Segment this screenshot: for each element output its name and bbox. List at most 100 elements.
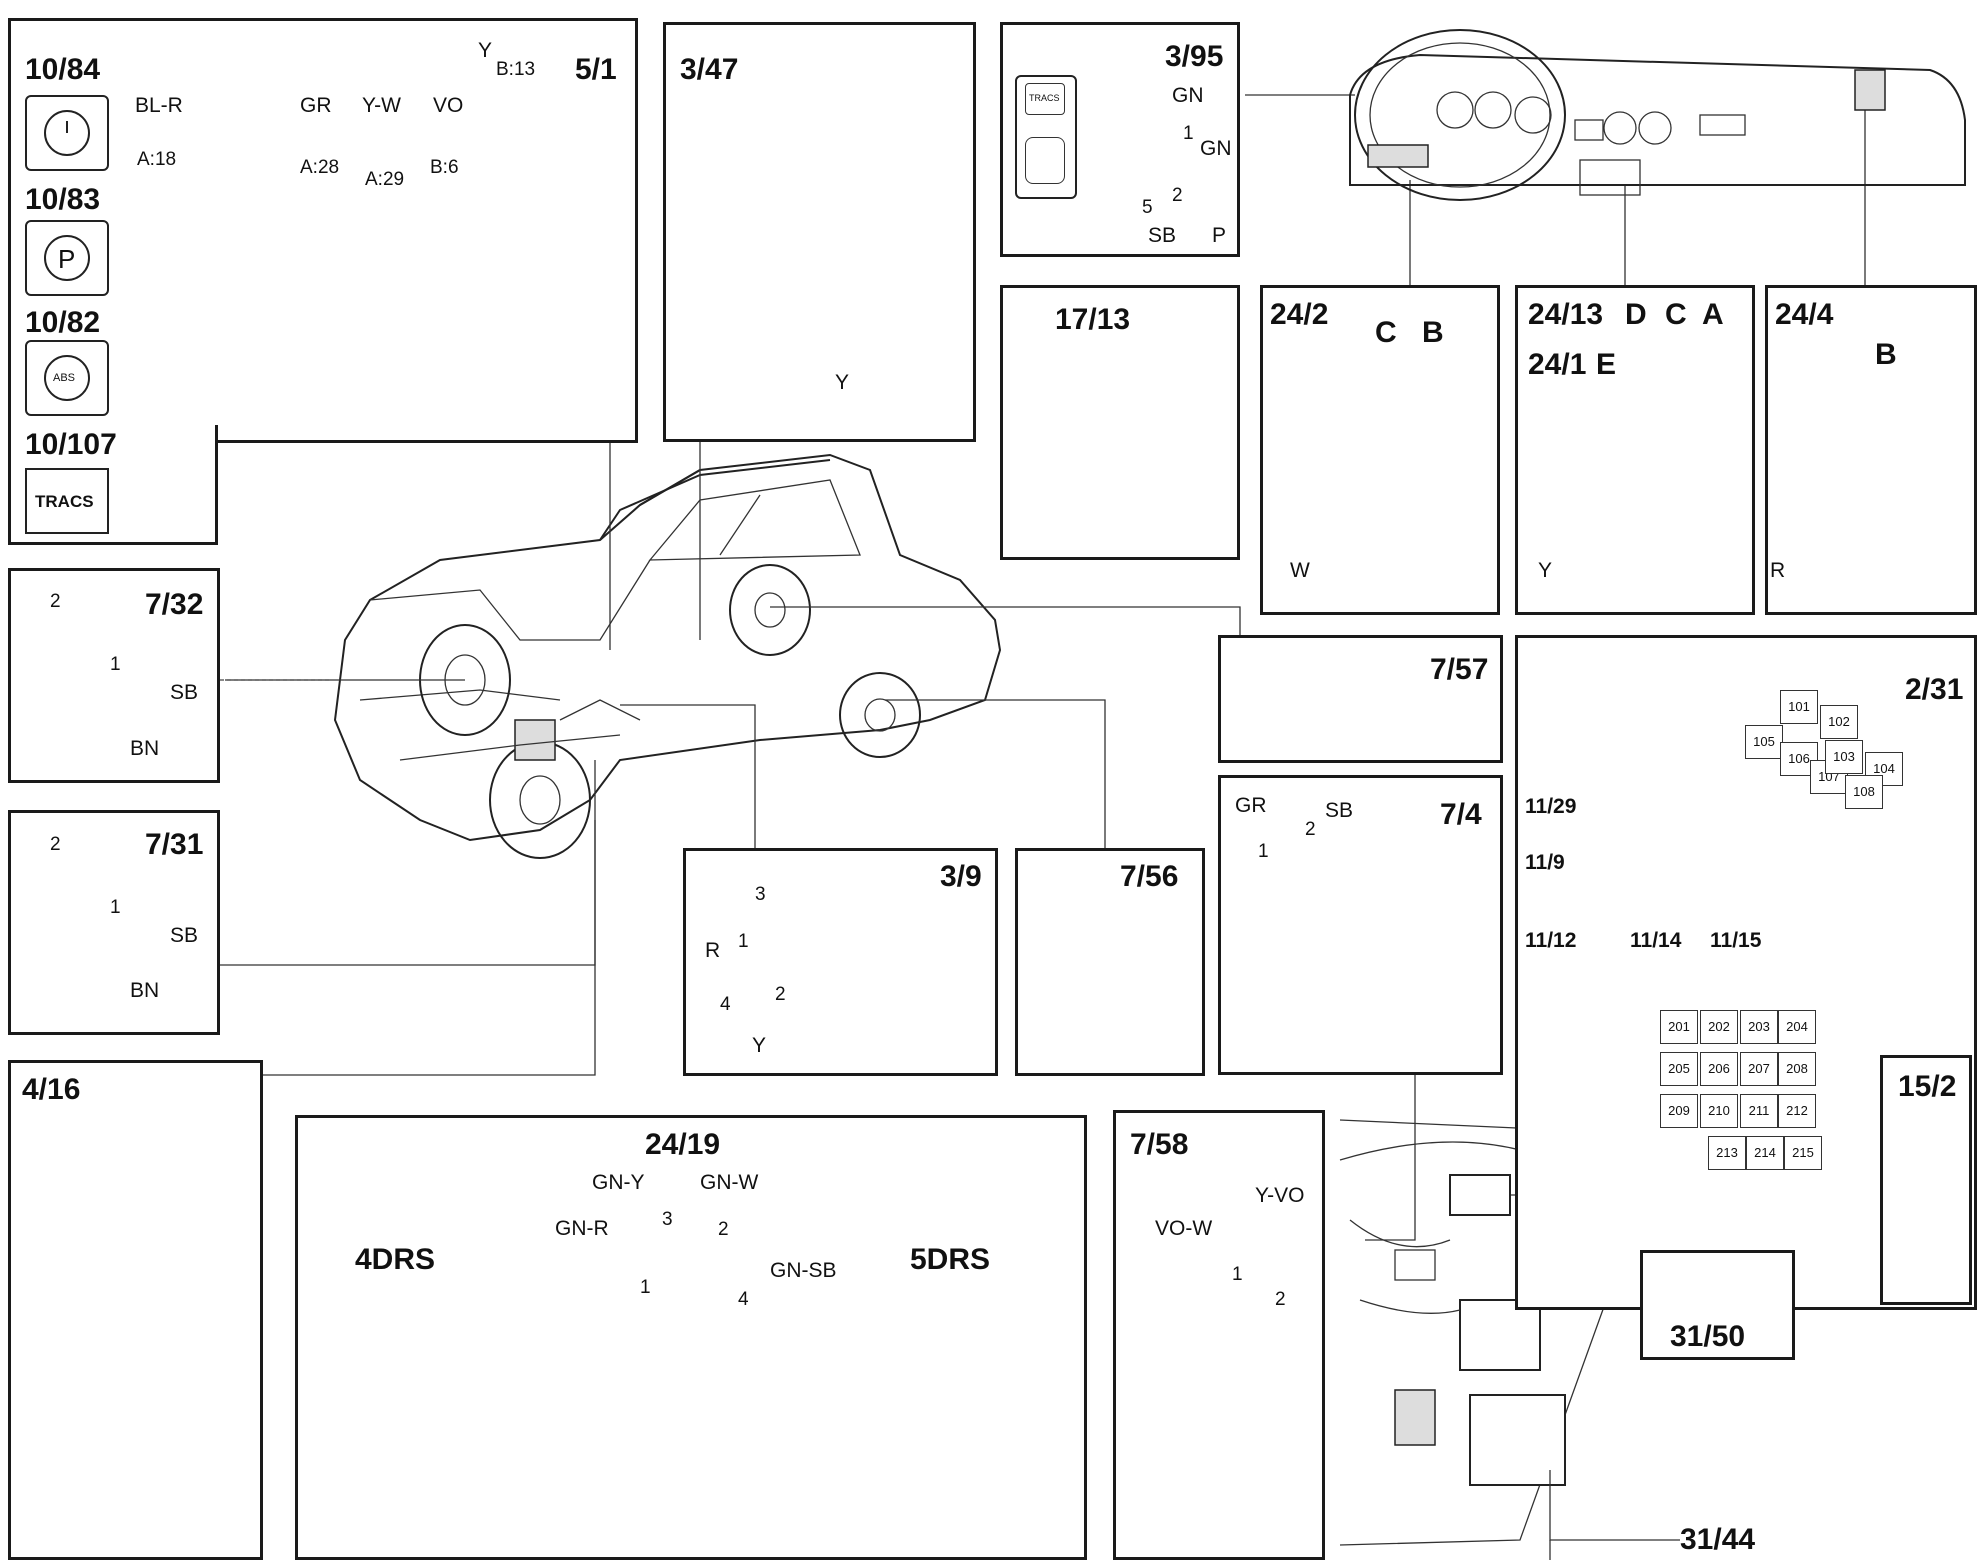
label-10-82: 10/82	[25, 306, 101, 339]
panel-3-9	[683, 848, 998, 1076]
pin-7-4-2: 2	[1305, 819, 1316, 840]
wire-3-95-gn2: GN	[1200, 137, 1232, 160]
pin-3-9-1: 1	[738, 931, 749, 952]
label-7-31: 7/31	[145, 828, 204, 861]
fuse-211: 211	[1740, 1094, 1778, 1128]
wire-7-4-sb: SB	[1325, 799, 1354, 822]
tracs-button-icon: TRACS	[1015, 75, 1077, 199]
wire-7-31-bn: BN	[130, 979, 160, 1002]
label-7-32: 7/32	[145, 588, 204, 621]
pin-3-9-4: 4	[720, 994, 731, 1015]
panel-31-50	[1640, 1250, 1795, 1360]
label-15-2: 15/2	[1898, 1070, 1957, 1103]
fuse-202: 202	[1700, 1010, 1738, 1044]
power-icon	[25, 95, 109, 171]
label-24-19: 24/19	[645, 1128, 721, 1161]
wire-vo: VO	[433, 94, 464, 117]
wire-24-4-r: R	[1770, 559, 1786, 582]
wire-gr: GR	[300, 94, 332, 117]
pin-7-31-1: 1	[110, 897, 121, 918]
label-10-107: 10/107	[25, 428, 117, 461]
relay-103: 103	[1825, 740, 1863, 774]
pin-7-32-2: 2	[50, 591, 61, 612]
wire-3-9-y: Y	[752, 1034, 767, 1057]
tracs-button-text: TRACS	[1029, 93, 1060, 103]
label-31-50: 31/50	[1670, 1320, 1746, 1353]
panel-4-16	[8, 1060, 263, 1560]
relay-102: 102	[1820, 705, 1858, 739]
dashboard-illustration	[1349, 29, 1966, 201]
pin-7-32-1: 1	[110, 654, 121, 675]
relay-101: 101	[1780, 690, 1818, 724]
panel-7-4	[1218, 775, 1503, 1075]
pin-b13: B:13	[496, 59, 536, 80]
panel-24-2	[1260, 285, 1500, 615]
label-5-1: 5/1	[575, 53, 617, 86]
abs-icon-text: ABS	[53, 372, 76, 384]
label-4drs: 4DRS	[355, 1243, 436, 1276]
pin-24-19-3: 3	[662, 1209, 673, 1230]
panel-17-13	[1000, 285, 1240, 560]
relay-108: 108	[1845, 775, 1883, 809]
abs-icon: ABS	[25, 340, 109, 416]
pin-24-19-1: 1	[640, 1277, 651, 1298]
pin-24-13-e: E	[1596, 348, 1617, 381]
label-10-83: 10/83	[25, 183, 101, 216]
label-31-44: 31/44	[1680, 1523, 1756, 1556]
wire-gn-r: GN-R	[555, 1217, 609, 1240]
pin-24-2-c: C	[1375, 316, 1397, 349]
fuse-207: 207	[1740, 1052, 1778, 1086]
pin-a28: A:28	[300, 157, 340, 178]
label-7-56: 7/56	[1120, 860, 1179, 893]
wire-3-47-y: Y	[835, 371, 850, 394]
panel-7-58	[1113, 1110, 1325, 1560]
panel-15-2	[1880, 1055, 1972, 1305]
panel-5-1	[8, 18, 638, 443]
wire-7-32-sb: SB	[170, 681, 199, 704]
pin-7-4-1: 1	[1258, 841, 1269, 862]
pin-24-13-a: A	[1702, 298, 1724, 331]
label-24-4: 24/4	[1775, 298, 1834, 331]
label-4-16: 4/16	[22, 1073, 81, 1106]
pin-24-4-b: B	[1875, 338, 1897, 371]
pin-3-95-5: 5	[1142, 197, 1153, 218]
pin-a18: A:18	[137, 149, 177, 170]
engine-bay-illustration	[1339, 1119, 1611, 1546]
label-7-58: 7/58	[1130, 1128, 1189, 1161]
wire-7-32-bn: BN	[130, 737, 160, 760]
label-11-29: 11/29	[1525, 795, 1577, 818]
panel-7-31	[8, 810, 220, 1035]
label-17-13: 17/13	[1055, 303, 1131, 336]
label-24-13: 24/13	[1528, 298, 1604, 331]
tracs-switch-icon: TRACS	[25, 468, 109, 534]
wire-y: Y	[478, 39, 493, 62]
label-7-4: 7/4	[1440, 798, 1482, 831]
wire-3-95-p: P	[1212, 224, 1227, 247]
panel-24-4	[1765, 285, 1977, 615]
wire-3-95-sb: SB	[1148, 224, 1177, 247]
pin-3-9-2: 2	[775, 984, 786, 1005]
fuse-205: 205	[1660, 1052, 1698, 1086]
pin-24-19-4: 4	[738, 1289, 749, 1310]
pin-24-13-d: D	[1625, 298, 1647, 331]
wire-3-95-gn1: GN	[1172, 84, 1204, 107]
tracs-switch-text: TRACS	[35, 492, 94, 511]
wire-24-13-y: Y	[1538, 559, 1553, 582]
pin-3-95-2: 2	[1172, 185, 1183, 206]
label-24-1: 24/1	[1528, 348, 1587, 381]
label-11-12: 11/12	[1525, 929, 1577, 952]
pin-a29: A:29	[365, 169, 405, 190]
parking-icon-text: P	[58, 244, 76, 274]
fuse-203: 203	[1740, 1010, 1778, 1044]
pin-3-95-1: 1	[1183, 123, 1194, 144]
panel-7-57	[1218, 635, 1503, 763]
label-3-47: 3/47	[680, 53, 739, 86]
panel-3-47	[663, 22, 976, 442]
relay-105: 105	[1745, 725, 1783, 759]
fuse-213: 213	[1708, 1136, 1746, 1170]
pin-7-31-2: 2	[50, 834, 61, 855]
fuse-201: 201	[1660, 1010, 1698, 1044]
wire-bl-r: BL-R	[135, 94, 183, 117]
fuse-209: 209	[1660, 1094, 1698, 1128]
